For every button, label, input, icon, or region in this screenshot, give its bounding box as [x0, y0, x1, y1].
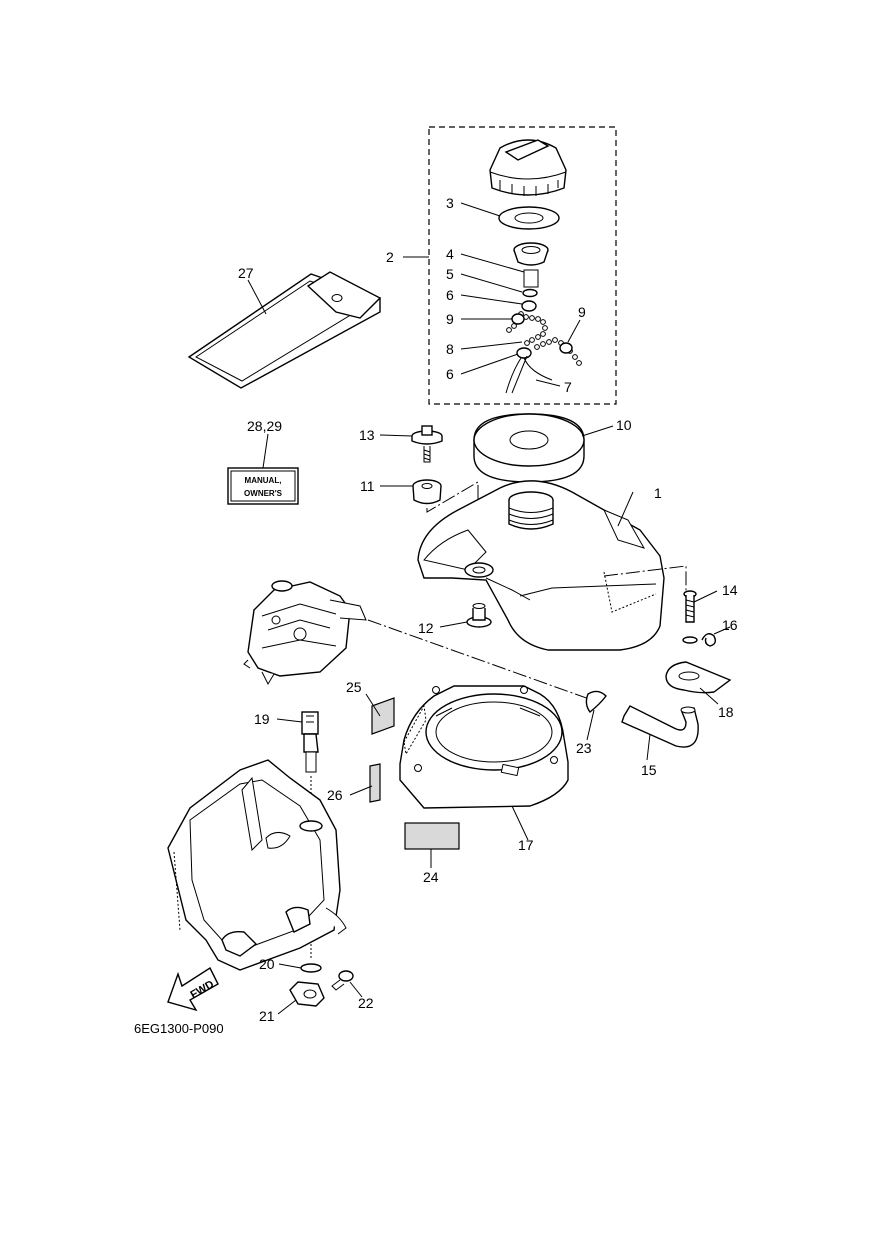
clip-part-16: [701, 633, 717, 647]
washer-near-14: [682, 636, 698, 644]
base-plate-part-17: [399, 685, 569, 809]
clip-part-23: [585, 690, 607, 713]
callout-24: 24: [423, 869, 439, 885]
hose-part-15: [621, 705, 699, 748]
washer-part-5: [522, 288, 538, 298]
bead-chain: [506, 311, 582, 366]
callout-22: 22: [358, 995, 374, 1011]
callout-21: 21: [259, 1008, 275, 1024]
screw-part-22: [331, 970, 354, 991]
manual-tag-line1: MANUAL,: [245, 476, 282, 485]
callout-10: 10: [616, 417, 632, 433]
chain-clip-part-9-left: [511, 313, 525, 325]
callout-6-upper: 6: [446, 287, 454, 303]
o-ring-part-20: [300, 963, 322, 973]
bolt-part-13: [411, 425, 443, 463]
forward-direction-arrow: FWD: [167, 966, 219, 1012]
callout-7: 7: [564, 379, 572, 395]
callout-19: 19: [254, 711, 270, 727]
bolt-part-14: [683, 590, 697, 623]
pouch-part-27: [187, 271, 382, 389]
center-line-11: [426, 481, 479, 570]
callout-8: 8: [446, 341, 454, 357]
callout-labels: 1 2 3 4 5 6 6 7 8 9 9 10 11 12 13 14 15 …: [238, 195, 738, 1024]
cap-assembly-group-box: [428, 126, 617, 405]
callout-12: 12: [418, 620, 434, 636]
wire-part-7: [505, 355, 553, 394]
ring-part-6-upper: [521, 300, 537, 312]
callout-28-29: 28,29: [247, 418, 282, 434]
carburetor: [243, 580, 367, 686]
callout-16: 16: [722, 617, 738, 633]
callout-1: 1: [654, 485, 662, 501]
chain-clip-part-9-right: [559, 342, 573, 354]
bracket-part-18: [665, 661, 732, 694]
sticker-part-26: [369, 763, 381, 803]
callout-25: 25: [346, 679, 362, 695]
ring-part-6-lower: [516, 347, 532, 359]
grommet-part-11: [412, 479, 442, 505]
connector-part-19: [301, 711, 319, 773]
drawing-code: 6EG1300-P090: [134, 1021, 224, 1036]
gasket-part-3: [498, 206, 560, 230]
owners-manual-tag: MANUAL, OWNER'S: [227, 467, 299, 505]
callout-17: 17: [518, 837, 534, 853]
callout-23: 23: [576, 740, 592, 756]
fitting-part-21: [289, 981, 325, 1007]
foam-ring-part-10: [473, 413, 585, 483]
fuel-tank-part-1: [417, 480, 665, 651]
callout-13: 13: [359, 427, 375, 443]
collar-part-12: [466, 603, 492, 628]
fuel-cap: [489, 139, 567, 196]
callout-14: 14: [722, 582, 738, 598]
center-line-14: [603, 565, 687, 594]
callout-9-right: 9: [578, 304, 586, 320]
callout-20: 20: [259, 956, 275, 972]
sticker-part-25: [371, 697, 395, 735]
bottom-cowling: [167, 759, 347, 971]
callout-5: 5: [446, 266, 454, 282]
valve-part-4: [513, 242, 549, 266]
callout-27: 27: [238, 265, 254, 281]
fuel-hose-center-line: [367, 619, 593, 701]
callout-4: 4: [446, 246, 454, 262]
leader-lines: [247, 202, 731, 1015]
callout-6-lower: 6: [446, 366, 454, 382]
callout-15: 15: [641, 762, 657, 778]
callout-9-left: 9: [446, 311, 454, 327]
callout-18: 18: [718, 704, 734, 720]
callout-2: 2: [386, 249, 394, 265]
callout-26: 26: [327, 787, 343, 803]
spring-part-4: [523, 269, 539, 288]
callout-11: 11: [360, 478, 375, 494]
sticker-part-24: [404, 822, 460, 850]
callout-3: 3: [446, 195, 454, 211]
manual-tag-line2: OWNER'S: [244, 489, 283, 498]
